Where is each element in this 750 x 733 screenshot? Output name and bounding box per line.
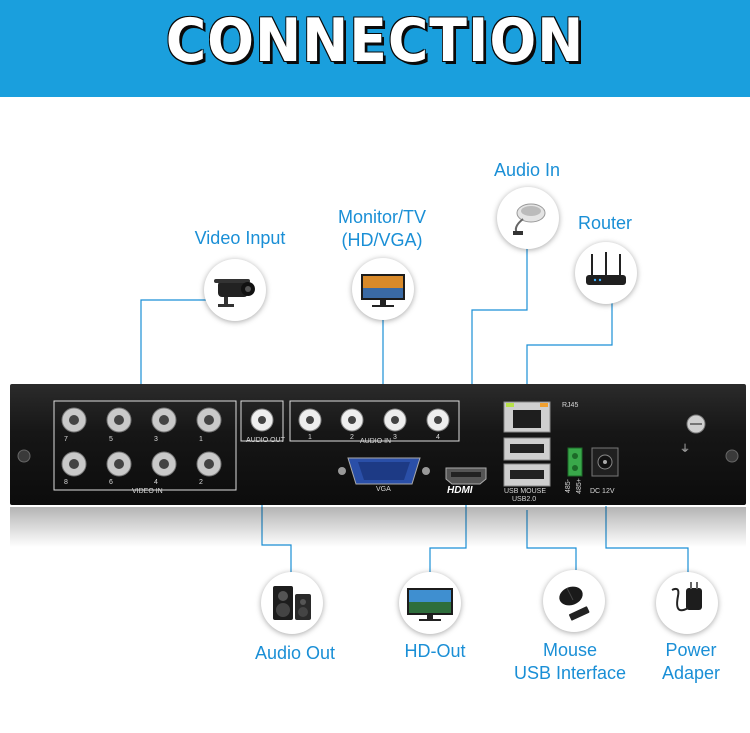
hd-out-label: HD-Out [404,641,466,661]
router-bubble [575,242,637,304]
audio-in-number: 1 [308,434,312,441]
rs485-plus-label: 485+ [575,478,583,494]
rj45-panel-label: RJ45 [562,402,579,409]
mouse-icon [559,586,590,621]
microphone-bubble [497,187,559,249]
rs485-minus-label: 485- [565,478,573,494]
camera-bubble [204,259,266,321]
vga-panel-label: VGA [376,486,391,493]
power-adapter-bubble [656,572,718,634]
hdmi-panel-label: HDMI [447,485,473,496]
video-in-panel-label: VIDEO IN [132,488,163,495]
bnc-number: 3 [154,436,158,443]
audio-out-panel-label: AUDIO OUT [246,437,285,444]
router-label: Router [577,213,633,233]
microphone-icon [513,203,546,235]
bnc-number: 2 [199,479,203,486]
monitor-tv-label: Monitor/TV [337,207,427,227]
usb-sub-panel-label: USB2.0 [512,496,537,503]
tv-bubble [399,572,461,634]
mouse-bubble [543,570,605,632]
speaker-bubble [261,572,323,634]
panel-graphics [17,400,739,491]
audio-in-number: 4 [436,434,440,441]
bnc-number: 8 [64,479,68,486]
monitor-bubble [352,258,414,320]
dvr-reflection [10,507,746,547]
bnc-number: 6 [109,479,113,486]
dvr-rear-panel: 7 5 3 1 8 6 4 2 VIDEO IN AUDIO OUT 1 2 3… [10,384,746,505]
usb-panel-label: USB MOUSE [504,488,547,495]
power-label: Power [665,640,717,660]
mouse-label: Mouse [542,640,598,660]
monitor-icon [361,274,405,307]
tv-icon [407,588,453,621]
mouse-sublabel: USB Interface [513,663,627,683]
camera-icon [214,279,255,307]
bnc-number: 7 [64,436,68,443]
monitor-tv-sublabel: (HD/VGA) [341,230,423,250]
bnc-number: 5 [109,436,113,443]
router-icon [586,252,626,285]
video-input-label: Video Input [194,228,286,248]
audio-in-number: 2 [350,434,354,441]
page-title: CONNECTION [165,6,585,76]
dc-panel-label: DC 12V [590,488,615,495]
audio-in-label: Audio In [493,160,561,180]
speaker-icon [273,586,311,620]
bnc-number: 4 [154,479,158,486]
power-adapter-icon [671,582,702,612]
header-banner: CONNECTION [0,0,750,97]
audio-in-number: 3 [393,434,397,441]
audio-in-panel-label: AUDIO IN [360,438,392,445]
bnc-number: 1 [199,436,203,443]
audio-out-label: Audio Out [254,643,336,663]
ground-icon: ⏚ [680,444,690,455]
power-sublabel: Adaper [661,663,721,683]
